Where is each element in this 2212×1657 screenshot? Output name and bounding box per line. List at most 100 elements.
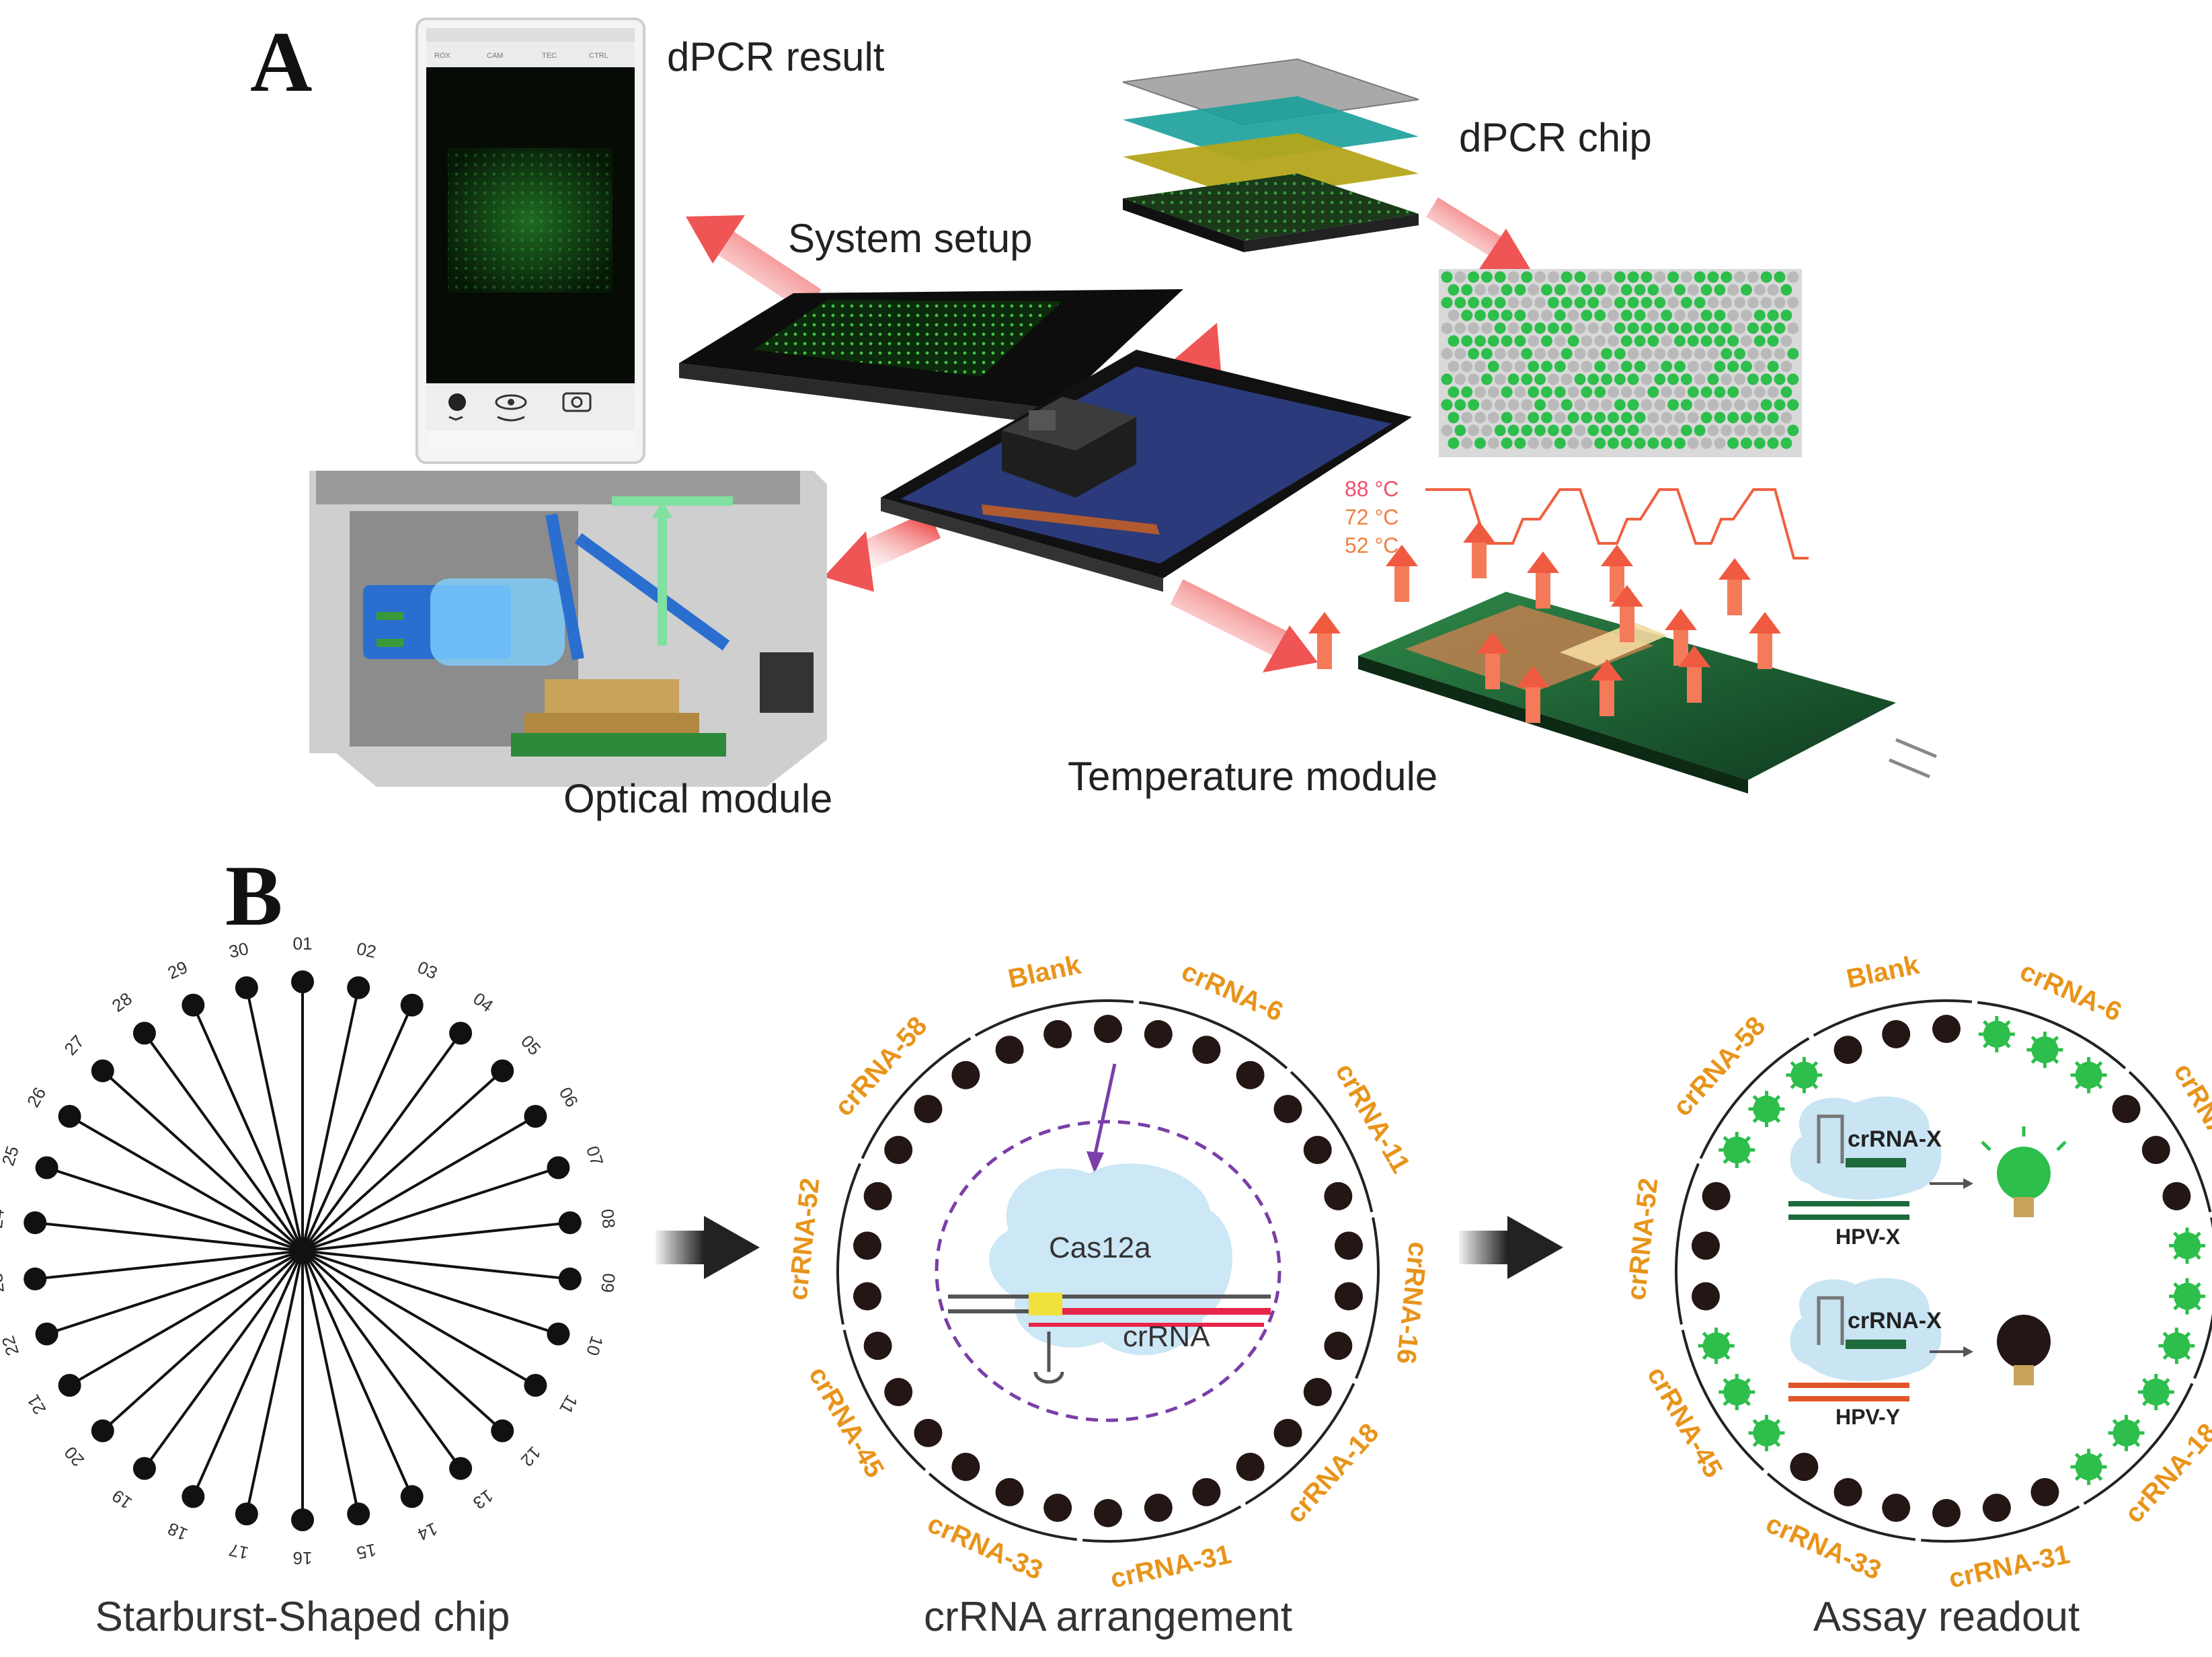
heat-arrow-icon	[1308, 612, 1341, 669]
droplet	[1727, 335, 1739, 347]
chamber	[1833, 1477, 1862, 1506]
crrna-group-label: crRNA-16	[1391, 1241, 1433, 1366]
droplet	[1674, 360, 1686, 373]
droplet	[1501, 412, 1513, 424]
droplet	[1474, 284, 1486, 296]
chamber	[914, 1418, 943, 1447]
positive-chamber	[2070, 1056, 2107, 1093]
droplet	[1721, 399, 1733, 411]
droplet	[1561, 348, 1573, 360]
droplet	[1441, 348, 1453, 360]
droplet	[1667, 322, 1680, 334]
channel-line	[302, 1166, 559, 1252]
droplet	[1694, 348, 1706, 360]
droplet	[1494, 297, 1506, 309]
channel-line	[46, 1249, 303, 1336]
heat-arrow-icon	[1517, 666, 1549, 723]
positive-chamber	[1978, 1015, 2015, 1052]
positive-chamber	[1698, 1327, 1735, 1364]
group-arc	[1977, 1001, 2127, 1069]
chip-chamber	[58, 1105, 81, 1128]
group-arc	[1699, 1037, 1810, 1159]
dpcr-chip-layers	[1122, 58, 1419, 252]
droplet	[1501, 335, 1513, 347]
droplet	[1454, 297, 1466, 309]
droplet	[1634, 309, 1646, 321]
droplet	[1627, 297, 1639, 309]
label-dpcr-chip: dPCR chip	[1459, 115, 1652, 160]
droplet	[1541, 386, 1552, 398]
droplet	[1494, 348, 1506, 360]
droplet	[1747, 271, 1759, 283]
droplet	[1747, 297, 1759, 309]
droplet	[1474, 437, 1486, 449]
droplet	[1461, 309, 1473, 321]
droplet	[1707, 297, 1719, 309]
droplet	[1661, 412, 1673, 424]
crrna-group-label: crRNA-52	[1622, 1177, 1664, 1302]
droplet	[1547, 424, 1559, 436]
phone-result: ROX CAM TEC CTRL	[416, 17, 645, 464]
label-system-setup: System setup	[788, 216, 1033, 261]
crrna-group-label: crRNA-6	[1177, 956, 1288, 1027]
droplet	[1487, 284, 1499, 296]
droplet	[1528, 437, 1540, 449]
droplet	[1741, 412, 1752, 424]
chip-chamber	[449, 1457, 473, 1480]
heat-arrow-icon	[1611, 585, 1643, 642]
droplet	[1620, 386, 1632, 398]
droplet	[1521, 399, 1533, 411]
temp-52: 52 °C	[1345, 533, 1398, 557]
channel-line	[301, 987, 360, 1251]
chamber	[1335, 1282, 1364, 1311]
droplet	[1528, 412, 1540, 424]
droplet	[1614, 348, 1626, 360]
droplet	[1721, 322, 1733, 334]
droplet	[1661, 335, 1673, 347]
crrna-group-label: crRNA-31	[1946, 1539, 2072, 1594]
droplet	[1787, 271, 1799, 283]
group-arc	[1245, 1383, 1355, 1505]
readout-legend: crRNA-X HPV-X crRNA-X HPV-Y	[1788, 1096, 2067, 1429]
droplet	[1608, 309, 1619, 321]
droplet	[1547, 399, 1559, 411]
heat-arrow-icon	[1665, 609, 1697, 666]
chip-chamber	[547, 1322, 570, 1346]
chamber	[1882, 1019, 1911, 1048]
droplet	[1620, 412, 1632, 424]
chamber	[884, 1378, 913, 1406]
channel-line	[301, 1069, 504, 1252]
droplet	[1587, 297, 1599, 309]
droplet	[1694, 271, 1706, 283]
heat-arrow-icon	[1463, 521, 1495, 578]
droplet	[1554, 284, 1566, 296]
droplet	[1661, 437, 1673, 449]
droplet	[1780, 360, 1792, 373]
droplet	[1667, 271, 1680, 283]
chamber	[1691, 1282, 1720, 1311]
droplet	[1521, 297, 1533, 309]
chip-chamber	[35, 1322, 58, 1346]
droplet	[1647, 437, 1659, 449]
droplet	[1474, 335, 1486, 347]
droplet	[1641, 348, 1653, 360]
droplet	[1581, 360, 1593, 373]
droplet	[1554, 360, 1566, 373]
positive-chamber	[2158, 1327, 2195, 1364]
heat-arrow-icon	[1527, 551, 1559, 609]
droplet	[1581, 412, 1593, 424]
droplet	[1707, 424, 1719, 436]
droplet	[1541, 335, 1552, 347]
droplet	[1574, 373, 1586, 385]
droplet	[1714, 309, 1726, 321]
droplet	[1661, 360, 1673, 373]
droplet	[1774, 424, 1786, 436]
droplet	[1721, 373, 1733, 385]
chamber	[1094, 1499, 1122, 1527]
droplet	[1601, 297, 1613, 309]
droplet	[1567, 284, 1579, 296]
group-arc	[974, 999, 1134, 1037]
droplet	[1480, 348, 1493, 360]
droplet	[1734, 271, 1746, 283]
droplet	[1474, 412, 1486, 424]
